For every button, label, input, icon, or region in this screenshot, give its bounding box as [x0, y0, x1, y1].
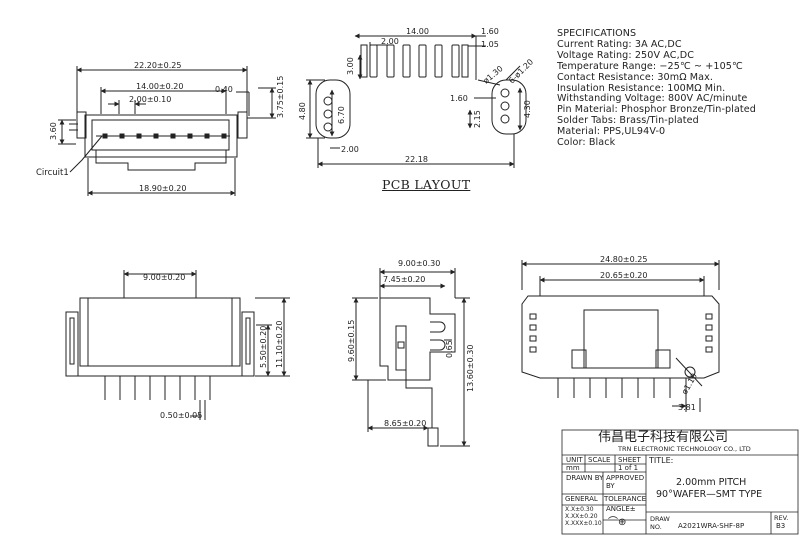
tolerance-line: X.XX±0.20 — [565, 513, 598, 520]
company-name-en: TRN ELECTRONIC TECHNOLOGY CO., LTD — [618, 445, 751, 453]
pcb-dim-430: 4.30 — [523, 100, 532, 118]
spec-line: Color: Black — [557, 137, 616, 149]
pcb-dim-200: 2.00 — [381, 37, 399, 46]
spec-line: Contact Resistance: 30mΩ Max. — [557, 71, 714, 83]
rear-dim-phi110: ø1.10 — [680, 372, 699, 396]
title-line-2: 90°WAFER—SMT TYPE — [656, 489, 763, 500]
rear-dim-2480: 24.80±0.25 — [600, 255, 647, 264]
spec-line: Solder Tabs: Brass/Tin-plated — [557, 115, 699, 127]
pcb-dim-2218: 22.18 — [405, 155, 428, 164]
pcb-dim-160b: 1.60 — [450, 94, 468, 103]
side-view — [352, 268, 470, 447]
front-view — [65, 270, 290, 420]
sheet-value: 1 of 1 — [618, 464, 639, 472]
front-dim-050: 0.50±0.05 — [160, 411, 202, 420]
pcb-layout-label: PCB LAYOUT — [382, 177, 471, 192]
dim-top-bottom: 18.90±0.20 — [139, 184, 186, 193]
side-dim-960: 9.60±0.15 — [347, 320, 356, 362]
spec-line: Temperature Range: −25℃ ~ +105℃ — [557, 60, 743, 72]
rear-view — [521, 260, 720, 412]
rev-value: B3 — [776, 522, 786, 530]
front-dim-900: 9.00±0.20 — [143, 273, 185, 282]
spec-line: Current Rating: 3A AC,DC — [557, 38, 682, 50]
spec-line: Material: PPS,UL94V-0 — [557, 126, 666, 138]
tolerance-label: TOLERANCE — [604, 495, 647, 503]
sheet-label: SHEET — [618, 456, 641, 464]
dim-top-375: 3.75±0.15 — [276, 76, 285, 118]
draw-no-label: DRAW NO. — [650, 515, 670, 531]
title-label: TITLE: — [649, 456, 674, 465]
specifications-panel: SPECIFICATIONS Current Rating: 3A AC,DC … — [557, 28, 756, 149]
title-line-1: 2.00mm PITCH — [676, 477, 747, 488]
angle-label: ANGLE± — [606, 505, 636, 513]
pcb-dim-300: 3.00 — [346, 57, 355, 75]
front-dim-550: 5.50±0.20 — [259, 326, 268, 368]
approved-by-label: APPROVED BY — [606, 474, 645, 490]
dim-top-pitch: 2.00±0.10 — [129, 95, 171, 104]
pcb-dim-6phi120: 6-ø1.20 — [507, 57, 535, 85]
pcb-dim-480: 4.80 — [298, 102, 307, 120]
projection-symbol-icon: ⌒⊕ — [608, 517, 627, 528]
spec-line: Voltage Rating: 250V AC,DC — [557, 49, 695, 61]
dim-top-040: 0.40 — [215, 85, 233, 94]
title-block-grid — [561, 429, 799, 535]
dim-top-width: 22.20±0.25 — [134, 61, 181, 70]
rev-label: REV. — [774, 514, 789, 522]
pcb-dim-670: 6.70 — [337, 106, 346, 124]
dim-top-360: 3.60 — [49, 122, 58, 140]
side-dim-900: 9.00±0.30 — [398, 259, 440, 268]
top-view — [58, 66, 276, 196]
side-dim-745: 7.45±0.20 — [383, 275, 425, 284]
dim-top-pin-span: 14.00±0.20 — [136, 82, 183, 91]
pcb-dim-1400: 14.00 — [406, 27, 429, 36]
circuit-label: Circuit1 — [36, 168, 69, 178]
side-dim-065: 0.65 — [445, 340, 454, 358]
drawn-by-label: DRAWN BY — [566, 474, 604, 482]
draw-number: A2021WRA-SHF-8P — [678, 522, 745, 530]
tolerance-line: X.XXX±0.10 — [565, 520, 602, 527]
pcb-dim-105: 1.05 — [481, 40, 499, 49]
unit-label: UNIT — [566, 456, 583, 464]
specifications-heading: SPECIFICATIONS — [557, 28, 637, 39]
rear-dim-2065: 20.65±0.20 — [600, 271, 647, 280]
pcb-dim-phi130: ø1.30 — [482, 64, 505, 85]
side-dim-1360: 13.60±0.30 — [466, 345, 475, 392]
general-label: GENERAL — [565, 495, 598, 503]
company-name-cn: 伟昌电子科技有限公司 — [598, 430, 729, 445]
front-dim-1110: 11.10±0.20 — [275, 321, 284, 368]
pcb-dim-200b: 2.00 — [341, 145, 359, 154]
front-view-pins — [104, 376, 211, 400]
scale-label: SCALE — [588, 456, 611, 464]
pcb-dim-215: 2.15 — [473, 110, 482, 128]
pcb-layout — [306, 33, 527, 168]
title-block: 伟昌电子科技有限公司 TRN ELECTRONIC TECHNOLOGY CO.… — [562, 430, 798, 534]
side-dim-865: 8.65±0.20 — [384, 419, 426, 428]
top-view-pins — [96, 133, 230, 139]
spec-line: Withstanding Voltage: 800V AC/minute — [557, 93, 748, 105]
rear-view-pins — [557, 378, 687, 398]
rear-view-slots — [529, 313, 713, 353]
rear-dim-381: 3.81 — [678, 403, 696, 412]
spec-line: Insulation Resistance: 100MΩ Min. — [557, 82, 726, 94]
tolerance-line: X.X±0.30 — [565, 506, 594, 513]
pcb-dim-160: 1.60 — [481, 27, 499, 36]
spec-line: Pin Material: Phosphor Bronze/Tin-plated — [557, 104, 756, 116]
unit-value: mm — [566, 464, 580, 472]
